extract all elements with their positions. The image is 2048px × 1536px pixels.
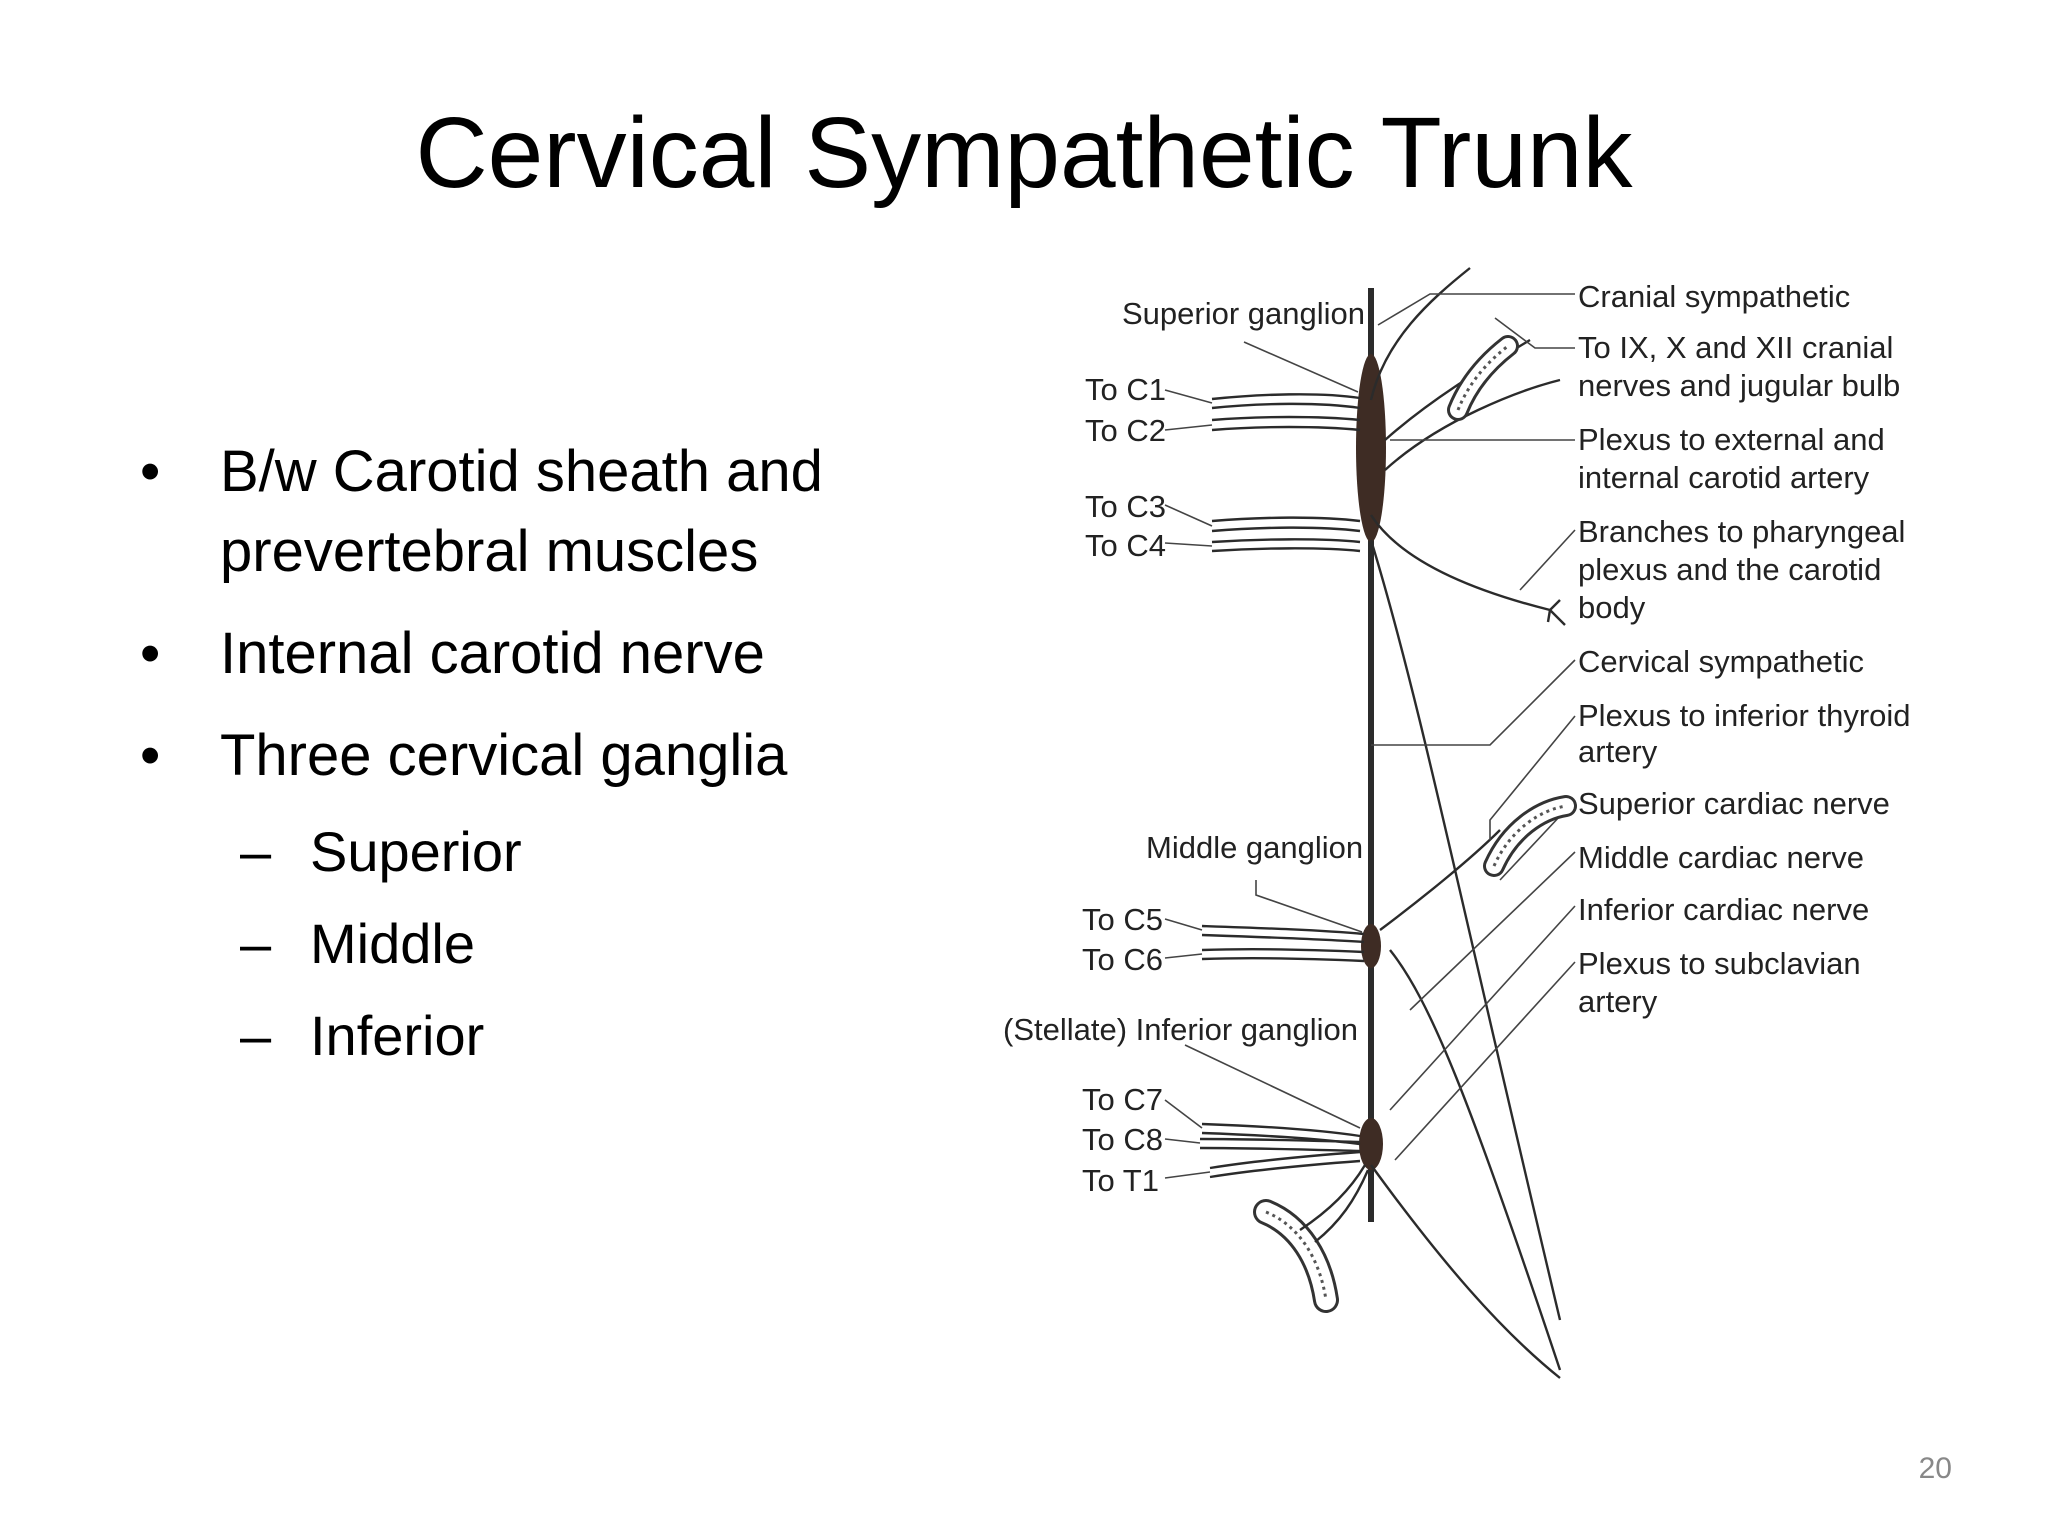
label-middle-ganglion: Middle ganglion [1146, 830, 1363, 865]
label-plexus-carotid-2: internal carotid artery [1578, 460, 1870, 495]
sub-bullet-text: Inferior [310, 1004, 485, 1067]
sub-bullet-text: Middle [310, 912, 475, 975]
label-inferior-ganglion: (Stellate) Inferior ganglion [1003, 1012, 1358, 1047]
bullet-item: • Internal carotid nerve [140, 614, 1000, 694]
label-to-c3: To C3 [1085, 489, 1166, 524]
label-thyroid-1: Plexus to inferior thyroid [1578, 698, 1911, 733]
label-pharyngeal-3: body [1578, 590, 1646, 625]
left-pointers [1164, 341, 1363, 1179]
sub-marker: – [240, 912, 272, 975]
label-subclavian-2: artery [1578, 984, 1658, 1019]
label-cranial-nerves-1: To IX, X and XII cranial [1578, 330, 1893, 365]
inferior-ganglion-shape [1359, 1118, 1383, 1170]
sub-marker: – [240, 820, 272, 883]
label-to-c6: To C6 [1082, 942, 1163, 977]
sub-marker: – [240, 1004, 272, 1067]
slide-title: Cervical Sympathetic Trunk [415, 97, 1633, 209]
superior-ganglion-shape [1356, 354, 1386, 542]
label-pharyngeal-1: Branches to pharyngeal [1578, 514, 1905, 549]
sub-bullet-list: – Superior – Middle – Inferior [140, 806, 1000, 1082]
bullet-marker: • [140, 723, 161, 788]
sub-bullet-text: Superior [310, 820, 522, 883]
label-cranial-nerves-2: nerves and jugular bulb [1578, 368, 1900, 403]
sub-bullet-item: – Middle [140, 898, 1000, 990]
middle-ganglion-shape [1361, 924, 1381, 968]
label-to-c4: To C4 [1085, 528, 1166, 563]
label-to-t1: To T1 [1082, 1163, 1159, 1198]
label-to-c2: To C2 [1085, 413, 1166, 448]
sub-bullet-item: – Inferior [140, 990, 1000, 1082]
artery-segments [1253, 335, 1577, 1313]
page-number: 20 [1918, 1452, 1952, 1485]
bullet-text: Three cervical ganglia [220, 723, 788, 788]
bullet-marker: • [140, 439, 161, 504]
label-middle-cardiac: Middle cardiac nerve [1578, 840, 1864, 875]
spinal-branches [1199, 393, 1365, 1179]
label-to-c1: To C1 [1085, 372, 1166, 407]
bullet-text: Internal carotid nerve [220, 621, 765, 686]
right-pointers [1371, 293, 1576, 1161]
label-to-c7: To C7 [1082, 1082, 1163, 1117]
sub-bullet-item: – Superior [140, 806, 1000, 898]
label-inferior-cardiac: Inferior cardiac nerve [1578, 892, 1869, 927]
bullet-item: • Three cervical ganglia [140, 716, 1000, 796]
bullet-item: • B/w Carotid sheath and prevertebral mu… [140, 432, 1000, 592]
bullet-marker: • [140, 621, 161, 686]
bullet-list: • B/w Carotid sheath and prevertebral mu… [140, 432, 1000, 1082]
label-superior-cardiac: Superior cardiac nerve [1578, 786, 1890, 821]
label-to-c8: To C8 [1082, 1122, 1163, 1157]
label-cranial-sympathetic: Cranial sympathetic [1578, 279, 1850, 314]
bullet-text: B/w Carotid sheath and prevertebral musc… [220, 439, 823, 584]
label-thyroid-2: artery [1578, 734, 1658, 769]
label-pharyngeal-2: plexus and the carotid [1578, 552, 1881, 587]
label-subclavian-1: Plexus to subclavian [1578, 946, 1861, 981]
label-to-c5: To C5 [1082, 902, 1163, 937]
label-plexus-carotid-1: Plexus to external and [1578, 422, 1885, 457]
label-superior-ganglion: Superior ganglion [1122, 296, 1365, 331]
label-cervical-sympathetic: Cervical sympathetic [1578, 644, 1864, 679]
